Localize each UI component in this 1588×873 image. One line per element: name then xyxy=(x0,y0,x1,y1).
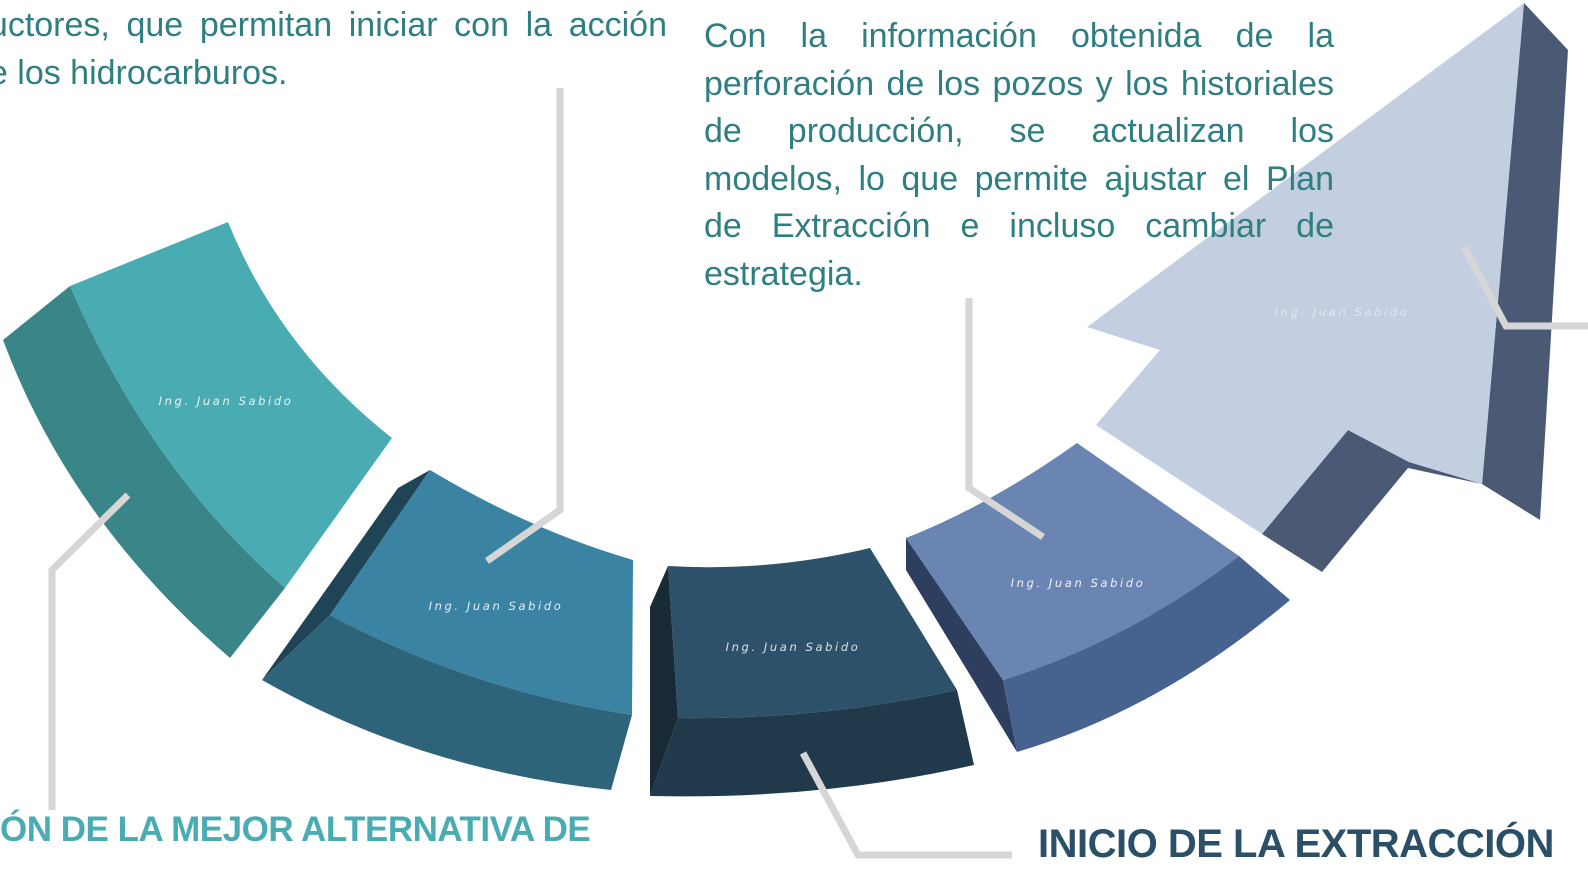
segment-5-top xyxy=(1087,3,1524,534)
segment-3-side xyxy=(650,690,974,797)
segment-2-top xyxy=(330,470,633,715)
segment-4-edge xyxy=(906,538,1017,752)
connector-4 xyxy=(799,751,1012,859)
connector-2 xyxy=(48,492,131,810)
segment-5-side-lower xyxy=(1262,430,1482,572)
segment-3: Ing. Juan Sabido xyxy=(650,548,974,797)
segment-1-watermark: Ing. Juan Sabido xyxy=(159,394,294,408)
segment-3-watermark: Ing. Juan Sabido xyxy=(726,640,861,654)
segment-3-top xyxy=(668,548,957,719)
segment-2-side xyxy=(262,615,632,790)
stage-heading-left: ÓN DE LA MEJOR ALTERNATIVA DE xyxy=(0,810,591,849)
connector-1 xyxy=(484,88,564,564)
segment-3-edge xyxy=(650,566,678,796)
segment-4-side xyxy=(1003,556,1290,752)
connector-lines xyxy=(48,88,1588,859)
segment-5-side xyxy=(1482,3,1568,520)
segment-1-side xyxy=(3,286,285,658)
stage-heading-right: INICIO DE LA EXTRACCIÓN xyxy=(1038,822,1554,866)
segment-2: Ing. Juan Sabido xyxy=(262,470,633,790)
segment-4-watermark: Ing. Juan Sabido xyxy=(1011,576,1146,590)
segment-2-watermark: Ing. Juan Sabido xyxy=(429,599,564,613)
segment-5-arrow: Ing. Juan Sabido xyxy=(1087,3,1568,572)
description-right: Con la información obtenida de la perfor… xyxy=(704,17,1334,293)
segment-2-edge xyxy=(262,470,430,680)
connector-3 xyxy=(965,298,1045,540)
connector-5 xyxy=(1460,245,1588,330)
segment-1-top xyxy=(70,222,392,588)
segment-5-watermark: Ing. Juan Sabido xyxy=(1275,305,1410,319)
description-left: ductores, que permitan iniciar con la ac… xyxy=(0,6,667,92)
segment-1: Ing. Juan Sabido xyxy=(3,222,392,658)
